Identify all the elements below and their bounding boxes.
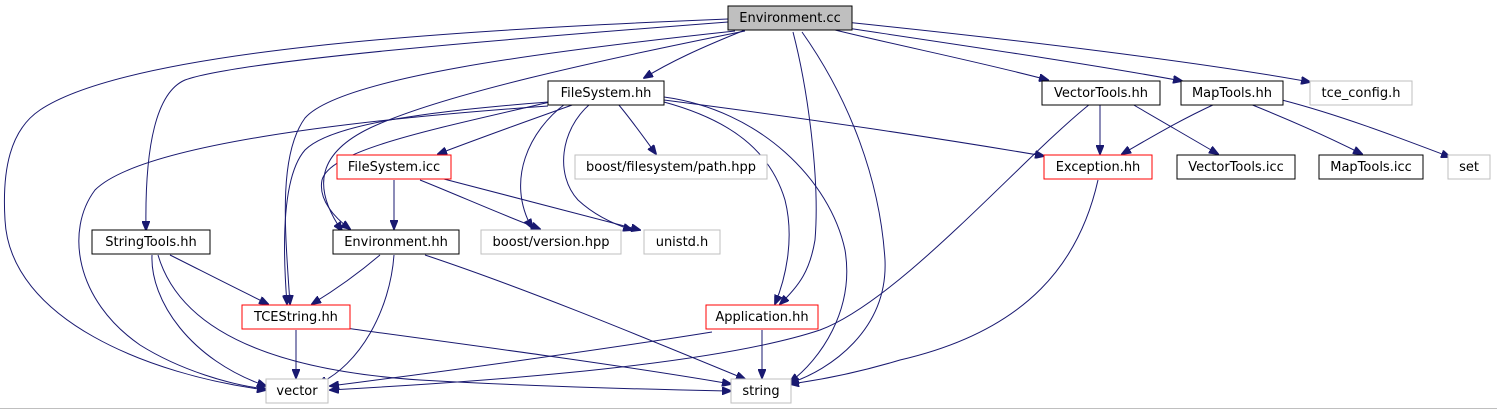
node-environment-hh[interactable]: Environment.hh [332,229,460,255]
edge-filesystem-hh-to-unistd-h [563,103,632,230]
edge-filesystem-hh-to-tcestring-hh [285,101,549,304]
edge-environment-hh-to-tcestring-hh [312,254,381,304]
node-label: Application.hh [715,310,808,325]
node-maptools-icc[interactable]: MapTools.icc [1318,154,1424,180]
node-label: Exception.hh [1056,160,1141,175]
node-label: FileSystem.hh [561,86,652,101]
edge-filesystem-hh-to-application-hh [663,101,790,304]
node-filesystem-hh[interactable]: FileSystem.hh [547,80,665,106]
edge-filesystem-hh-to-boost-filesystem-path [617,103,656,154]
node-label: MapTools.icc [1330,160,1412,175]
edge-vectortools-hh-to-vector [330,103,1091,390]
node-vectortools-hh[interactable]: VectorTools.hh [1041,80,1161,106]
edge-environment-cc-to-vectortools-hh [834,29,1048,80]
edge-environment-hh-to-vector [318,254,395,384]
node-exception-hh[interactable]: Exception.hh [1043,154,1153,180]
edge-exception-hh-to-string [790,179,1099,384]
node-unistd-h[interactable]: unistd.h [643,229,721,255]
node-label: StringTools.hh [105,235,196,250]
node-label: tce_config.h [1322,86,1401,101]
node-label: VectorTools.hh [1054,86,1148,101]
edge-filesystem-hh-to-vector [78,105,549,389]
node-boost-version-hpp[interactable]: boost/version.hpp [480,229,622,255]
node-label: unistd.h [656,235,709,250]
node-label: vector [276,384,318,399]
node-label: boost/version.hpp [493,235,610,250]
edges [3,18,1450,391]
edge-environment-cc-to-environment-hh [323,30,746,231]
edge-stringtools-hh-to-tcestring-hh [169,254,268,304]
edge-filesystem-hh-to-string [663,96,848,382]
edge-maptools-hh-to-maptools-icc [1249,103,1362,154]
edge-stringtools-hh-to-string [157,254,731,391]
edge-environment-cc-to-filesystem-hh [644,29,746,78]
node-label: string [742,384,779,399]
edge-stringtools-hh-to-vector [151,254,266,386]
node-label: TCEString.hh [253,310,338,325]
node-filesystem-icc[interactable]: FileSystem.icc [336,154,452,180]
node-vectortools-icc[interactable]: VectorTools.icc [1176,154,1296,180]
node-boost-filesystem-path-hpp[interactable]: boost/filesystem/path.hpp [574,154,768,180]
node-string[interactable]: string [730,378,792,404]
node-label: boost/filesystem/path.hpp [586,160,756,175]
edge-environment-cc-to-string [790,31,886,383]
edge-environment-cc-to-application-hh [780,31,817,304]
node-vector[interactable]: vector [265,378,329,404]
edge-environment-cc-to-stringtools-hh [146,21,729,230]
node-tcestring-hh[interactable]: TCEString.hh [241,304,351,330]
edge-filesystem-hh-to-exception-hh [663,99,1044,156]
edge-environment-cc-to-vector [3,18,729,390]
node-maptools-hh[interactable]: MapTools.hh [1180,80,1284,106]
node-environment-cc[interactable]: Environment.cc [727,5,853,31]
bottom-divider [0,408,1497,409]
node-label: set [1459,160,1479,175]
node-application-hh[interactable]: Application.hh [705,304,819,330]
edge-maptools-hh-to-set [1281,99,1450,157]
node-stringtools-hh[interactable]: StringTools.hh [91,229,211,255]
node-tce-config-h[interactable]: tce_config.h [1309,80,1413,106]
node-label: MapTools.hh [1192,86,1272,101]
edge-vectortools-hh-to-vectortools-icc [1131,103,1218,154]
edge-maptools-hh-to-exception-hh [1122,103,1216,154]
edge-environment-hh-to-string [424,254,745,379]
node-label: FileSystem.icc [348,160,440,175]
edge-tcestring-hh-to-string [344,327,731,384]
edge-filesystem-icc-to-boost-version [419,179,540,229]
node-label: Environment.cc [739,11,840,26]
edge-filesystem-icc-to-unistd-h [439,177,640,230]
node-label: VectorTools.icc [1188,160,1284,175]
edge-filesystem-hh-to-filesystem-icc [438,103,576,154]
node-set[interactable]: set [1447,154,1491,180]
edge-environment-cc-to-maptools-hh [839,26,1182,81]
edge-filesystem-hh-to-boost-version [520,103,566,228]
edge-application-hh-to-vector [330,331,713,386]
node-label: Environment.hh [344,235,448,250]
edge-environment-cc-to-tce-config-h [844,21,1310,82]
